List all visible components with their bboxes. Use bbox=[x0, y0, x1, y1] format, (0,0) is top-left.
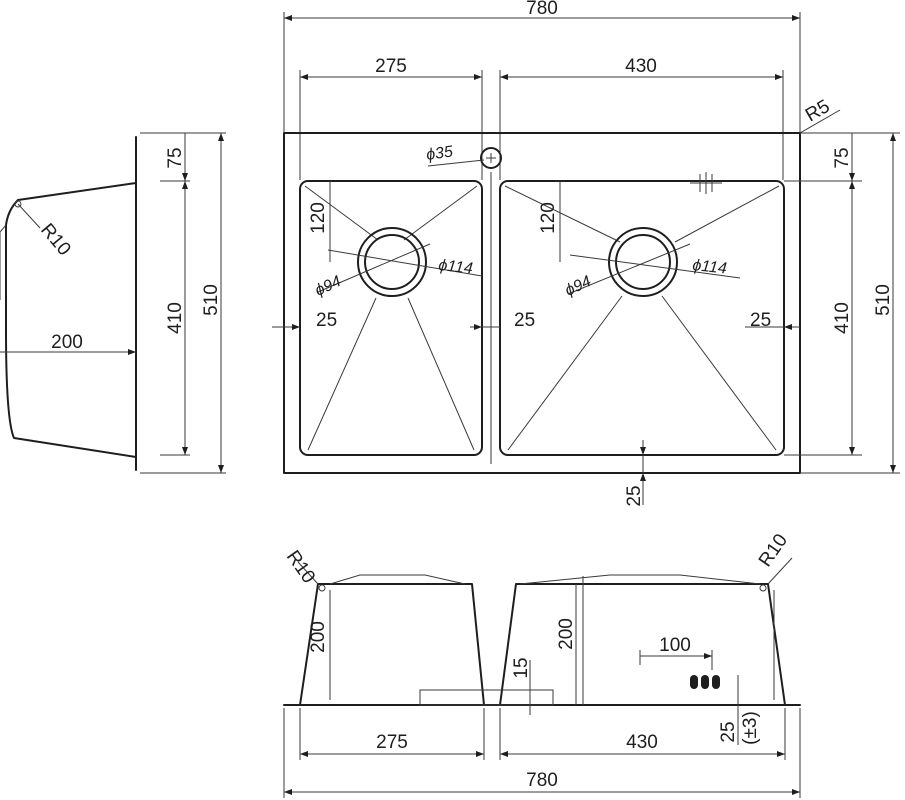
front-right-radius-label: R10 bbox=[755, 530, 792, 571]
right-drain-outer bbox=[608, 227, 678, 297]
right-drain-inner bbox=[615, 234, 671, 290]
front-right-bowl-width-label: 430 bbox=[626, 732, 658, 753]
left-rim-offset-label: 25 bbox=[316, 310, 337, 331]
side-profile bbox=[5, 182, 137, 458]
left-inner-length-label: 410 bbox=[165, 302, 186, 334]
right-bowl-depth-label: 120 bbox=[538, 202, 559, 234]
top-view: 780 275 430 R5 ϕ35 ϕ114 bbox=[140, 0, 900, 507]
left-bowl-depth-label: 120 bbox=[308, 202, 329, 234]
right-inner-length-label: 410 bbox=[832, 302, 853, 334]
top-right-bowl-width-label: 430 bbox=[625, 56, 657, 77]
front-total-width-label: 780 bbox=[526, 770, 558, 791]
right-drain-inner-label: ϕ94 bbox=[563, 273, 594, 300]
front-view: 15 R10 R10 200 200 100 25 (±3) bbox=[282, 530, 801, 798]
side-corner-radius-label: R10 bbox=[36, 220, 74, 260]
center-height-label: 15 bbox=[511, 657, 532, 678]
overflow-holes-icon bbox=[690, 675, 720, 689]
right-rim-offset-label: 25 bbox=[750, 310, 771, 331]
bottom-offset-label: 25 bbox=[624, 485, 645, 506]
tap-hole bbox=[480, 147, 502, 169]
right-bowl bbox=[499, 180, 785, 456]
front-left-radius-label: R10 bbox=[282, 547, 319, 588]
tolerance-label: (±3) bbox=[740, 711, 761, 745]
left-total-length-label: 510 bbox=[201, 284, 222, 316]
side-view: R10 200 bbox=[0, 136, 137, 471]
middle-offset-label: 25 bbox=[514, 310, 535, 331]
side-depth-label: 200 bbox=[51, 332, 83, 353]
left-drain-outer bbox=[357, 227, 427, 297]
overflow-width-label: 100 bbox=[659, 635, 691, 656]
front-left-depth-label: 200 bbox=[308, 621, 329, 653]
tolerance-value-label: 25 bbox=[718, 721, 739, 742]
corner-radius-label: R5 bbox=[802, 96, 834, 126]
left-drain-inner bbox=[364, 234, 420, 290]
top-left-bowl-width-label: 275 bbox=[375, 56, 407, 77]
tap-hole-label: ϕ35 bbox=[425, 143, 454, 164]
sink-outline bbox=[283, 132, 801, 474]
top-total-width-label: 780 bbox=[526, 0, 558, 19]
center-channel bbox=[419, 689, 554, 706]
front-right-bowl bbox=[499, 583, 786, 706]
left-bowl bbox=[299, 180, 483, 456]
right-drain-outer-label: ϕ114 bbox=[692, 257, 728, 278]
left-drain-outer-label: ϕ114 bbox=[438, 257, 474, 278]
front-left-bowl-width-label: 275 bbox=[376, 732, 408, 753]
left-drain-inner-label: ϕ94 bbox=[313, 273, 344, 300]
right-total-length-label: 510 bbox=[873, 284, 894, 316]
front-right-depth-label: 200 bbox=[556, 618, 577, 650]
right-top-offset-label: 75 bbox=[832, 147, 853, 168]
left-top-offset-label: 75 bbox=[165, 147, 186, 168]
front-left-bowl bbox=[299, 583, 485, 706]
overflow-slot-icon bbox=[690, 172, 722, 194]
